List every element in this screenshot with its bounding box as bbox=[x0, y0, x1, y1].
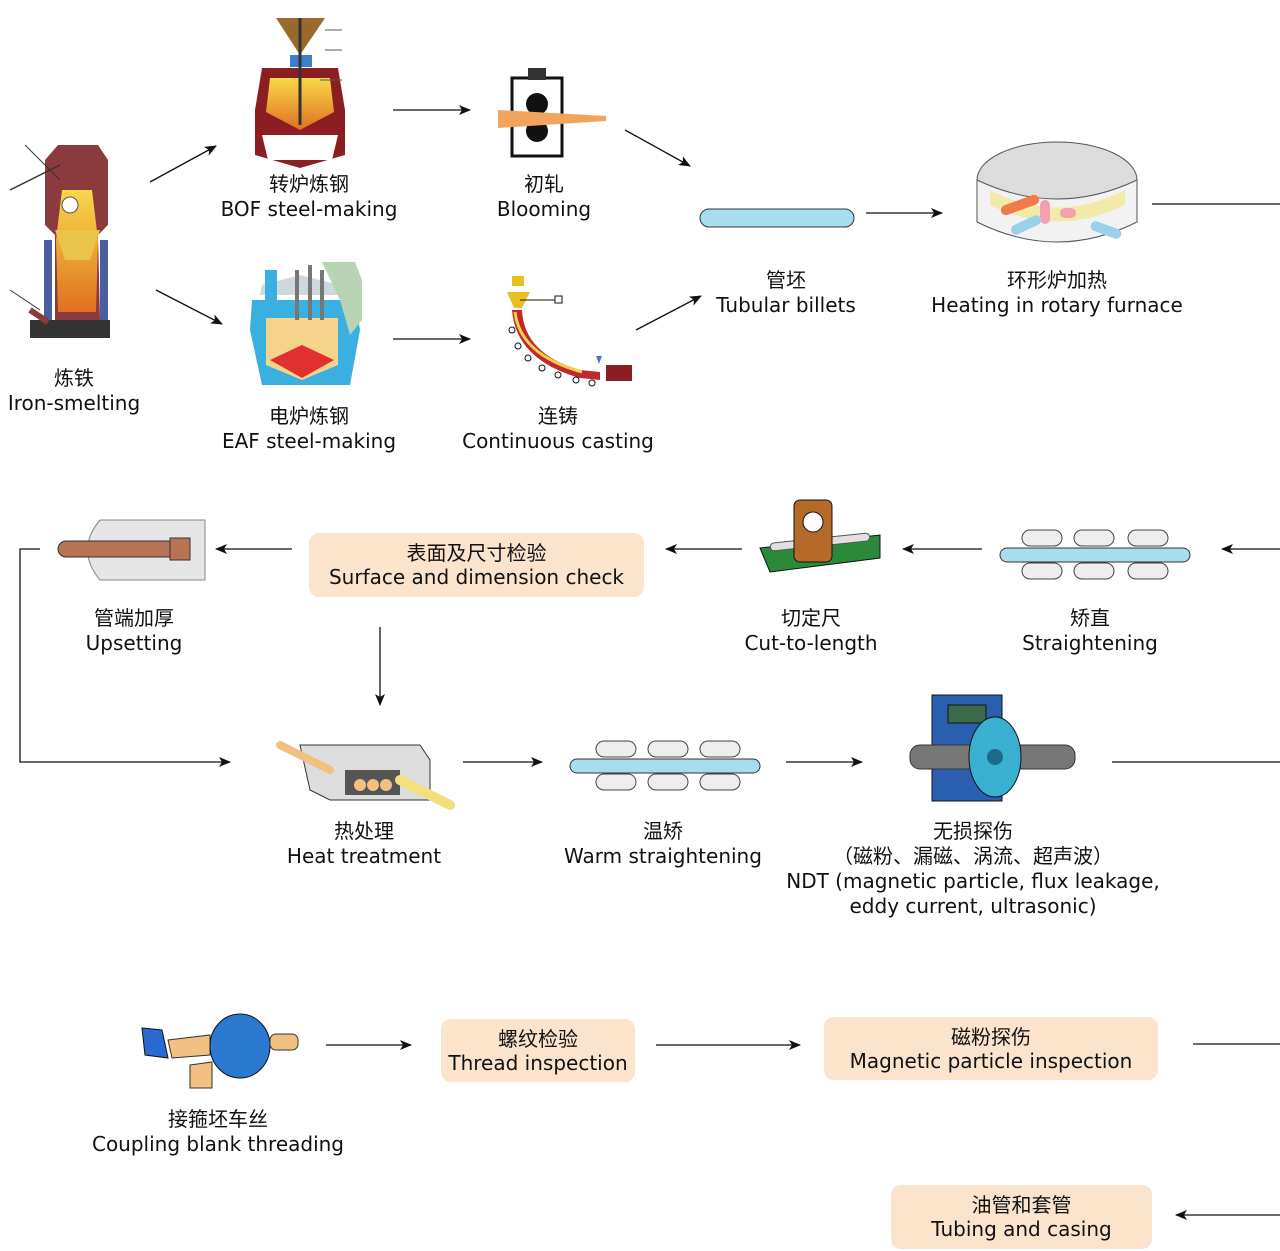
label-en: Tubing and casing bbox=[931, 1217, 1112, 1241]
label-cn: 矫直 bbox=[1070, 606, 1110, 630]
label-en: Continuous casting bbox=[462, 429, 654, 453]
label-cn: 环形炉加热 bbox=[1007, 268, 1107, 292]
label-en: Coupling blank threading bbox=[91, 1132, 345, 1156]
label-en: Tubular billets bbox=[716, 293, 856, 317]
label-en: Blooming bbox=[496, 197, 592, 221]
box-magnetic-inspection: 磁粉探伤 Magnetic particle inspection bbox=[824, 1017, 1158, 1080]
label-heat-treatment: 热处理 Heat treatment bbox=[280, 819, 448, 869]
label-warm-straightening: 温矫 Warm straightening bbox=[556, 819, 770, 869]
label-cn: 油管和套管 bbox=[971, 1193, 1072, 1217]
box-tubing-casing: 油管和套管 Tubing and casing bbox=[891, 1185, 1152, 1249]
label-en: NDT (magnetic particle, flux leakage, bbox=[786, 869, 1160, 893]
label-upsetting: 管端加厚 Upsetting bbox=[64, 606, 204, 656]
ndt-machine-icon bbox=[909, 694, 1076, 802]
label-cn: 无损探伤 bbox=[933, 819, 1013, 843]
rotary-furnace-icon bbox=[976, 141, 1138, 243]
label-cn: 温矫 bbox=[643, 819, 683, 843]
label-cut: 切定尺 Cut-to-length bbox=[736, 606, 886, 656]
label-en: Cut-to-length bbox=[744, 631, 878, 655]
label-rotary: 环形炉加热 Heating in rotary furnace bbox=[924, 268, 1190, 318]
label-billets: 管坯 Tubular billets bbox=[700, 268, 872, 318]
label-cn: 热处理 bbox=[334, 819, 394, 843]
label-en: Heating in rotary furnace bbox=[931, 293, 1183, 317]
eaf-furnace-icon bbox=[250, 262, 362, 385]
label-bof: 转炉炼钢 BOF steel-making bbox=[200, 172, 418, 222]
label-coupling: 接箍坯车丝 Coupling blank threading bbox=[86, 1107, 350, 1157]
label-straightening: 矫直 Straightening bbox=[1010, 606, 1170, 656]
label-en-cont: eddy current, ultrasonic) bbox=[849, 894, 1097, 918]
label-ndt: 无损探伤 （磁粉、漏磁、涡流、超声波） NDT (magnetic partic… bbox=[780, 819, 1166, 919]
label-en: Thread inspection bbox=[448, 1050, 628, 1075]
label-cn: 初轧 bbox=[524, 172, 564, 196]
box-thread-inspection: 螺纹检验 Thread inspection bbox=[441, 1019, 635, 1082]
cut-to-length-icon bbox=[759, 499, 881, 573]
label-en: Upsetting bbox=[85, 631, 183, 655]
upsetting-icon bbox=[57, 519, 206, 581]
label-en: Surface and dimension check bbox=[328, 565, 625, 589]
label-en: Iron-smelting bbox=[7, 391, 141, 415]
label-cn: 表面及尺寸检验 bbox=[406, 541, 547, 565]
label-cn: 切定尺 bbox=[781, 606, 841, 630]
label-eaf: 电炉炼钢 EAF steel-making bbox=[200, 404, 418, 454]
label-iron-smelting: 炼铁 Iron-smelting bbox=[0, 366, 148, 416]
label-cn: 管端加厚 bbox=[94, 606, 174, 630]
blooming-mill-icon bbox=[498, 68, 606, 158]
flow-arrows bbox=[19, 105, 1280, 1220]
continuous-casting-icon bbox=[507, 276, 632, 387]
label-cn: 接箍坯车丝 bbox=[168, 1107, 268, 1131]
blast-furnace-icon bbox=[9, 144, 110, 338]
label-en: Heat treatment bbox=[286, 844, 442, 868]
straightening-rollers-icon bbox=[999, 529, 1191, 580]
label-cn: 炼铁 bbox=[54, 366, 94, 390]
tubular-billet-icon bbox=[699, 208, 855, 228]
label-cn-methods: （磁粉、漏磁、涡流、超声波） bbox=[833, 844, 1113, 868]
label-en: Magnetic particle inspection bbox=[849, 1048, 1133, 1073]
label-cn: 转炉炼钢 bbox=[269, 172, 349, 196]
box-surface-check: 表面及尺寸检验 Surface and dimension check bbox=[309, 533, 644, 597]
label-cn: 管坯 bbox=[766, 268, 806, 292]
label-cn: 螺纹检验 bbox=[498, 1026, 578, 1051]
label-cn: 磁粉探伤 bbox=[951, 1024, 1031, 1049]
label-en: Warm straightening bbox=[564, 844, 762, 868]
label-cn: 电炉炼钢 bbox=[269, 404, 349, 428]
bof-converter-icon bbox=[255, 18, 345, 168]
label-cn: 连铸 bbox=[538, 404, 578, 428]
label-blooming: 初轧 Blooming bbox=[474, 172, 614, 222]
coupling-threading-icon bbox=[141, 1013, 299, 1089]
heat-treatment-icon bbox=[276, 741, 455, 810]
label-en: BOF steel-making bbox=[220, 197, 398, 221]
warm-straightening-icon bbox=[569, 740, 761, 791]
label-casting: 连铸 Continuous casting bbox=[450, 404, 666, 454]
label-en: Straightening bbox=[1022, 631, 1158, 655]
label-en: EAF steel-making bbox=[221, 429, 397, 453]
